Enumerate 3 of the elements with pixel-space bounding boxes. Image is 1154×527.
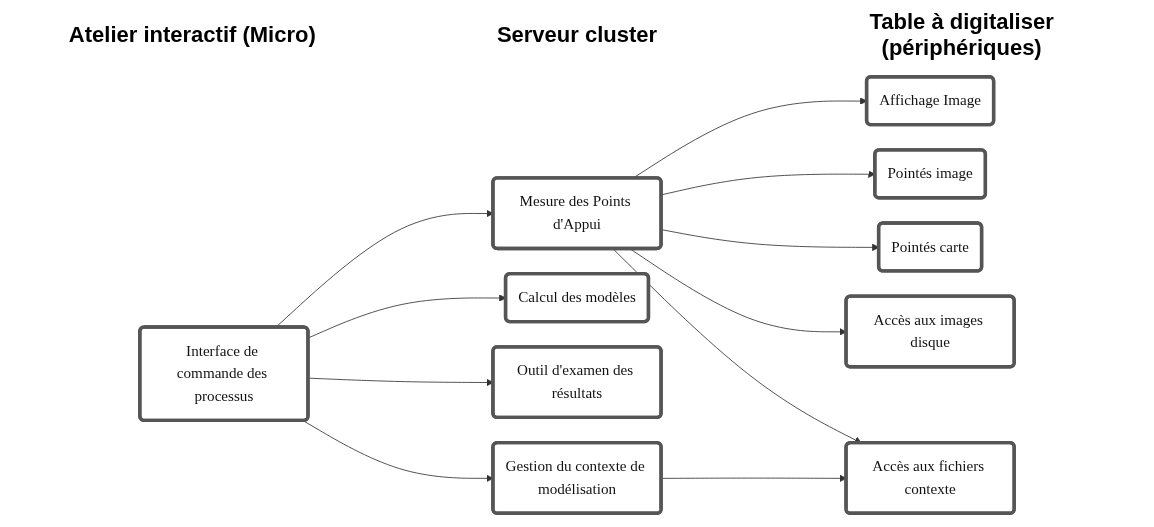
column-heading: Atelier interactif (Micro)	[67, 22, 317, 48]
column-heading: Table à digitaliser (périphériques)	[868, 9, 1055, 61]
column-heading: Serveur cluster	[495, 22, 659, 48]
